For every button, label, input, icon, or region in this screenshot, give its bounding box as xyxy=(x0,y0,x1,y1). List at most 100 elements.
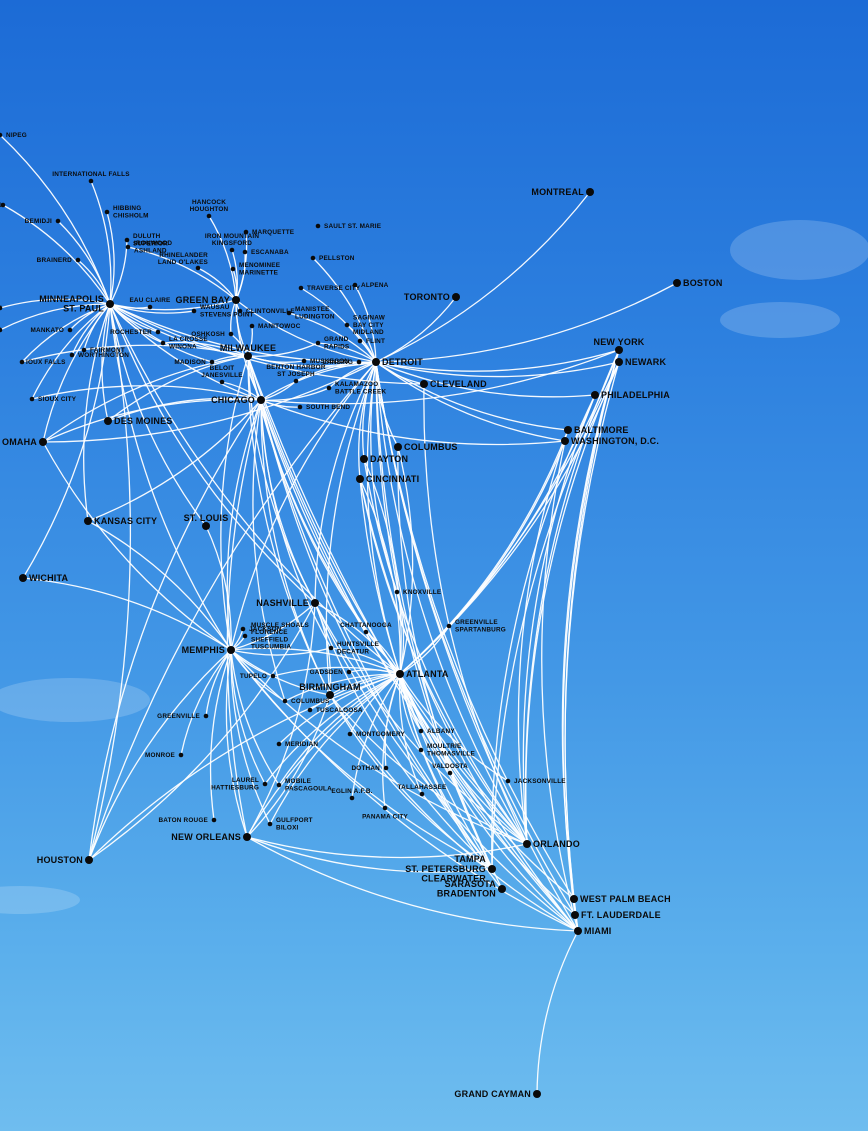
route-atlanta-memphis xyxy=(230,647,401,675)
route-wichita-minneapolis xyxy=(22,303,111,579)
route-detroit-newark xyxy=(375,361,620,378)
city-label-monroe: MONROE xyxy=(145,752,175,759)
city-dot-la-crosse xyxy=(160,340,166,346)
route-atlanta-greenville-sc xyxy=(399,625,450,675)
city-label-valdosta: VALDOSTA xyxy=(432,763,468,770)
route-atlanta-washington xyxy=(399,440,566,675)
city-ft-lauderdale: FT. LAUDERDALE xyxy=(571,910,661,920)
route-detroit-sarasota xyxy=(375,361,503,890)
city-dot-baton-rouge xyxy=(211,817,217,823)
city-label-memphis: MEMPHIS xyxy=(182,645,225,655)
route-minneapolis-cleveland xyxy=(109,303,425,385)
route-minneapolis-watertown xyxy=(0,298,111,309)
city-philadelphia: PHILADELPHIA xyxy=(591,390,670,400)
city-label-thief-river: EF RIVER FALLS xyxy=(0,202,3,209)
city-gadsden: GADSDEN xyxy=(310,669,352,676)
route-kansas-city-chicago xyxy=(87,399,262,522)
route-minneapolis-sioux-city xyxy=(31,303,111,400)
city-label-chicago: CHICAGO xyxy=(211,395,255,405)
city-label-new-york: NEW YORK xyxy=(594,337,645,347)
city-dot-gadsden xyxy=(346,669,352,675)
route-atlanta-tallahassee xyxy=(398,673,423,795)
city-dot-boston xyxy=(673,279,681,287)
city-new-york: NEW YORK xyxy=(594,337,645,354)
city-label-alpena: ALPENA xyxy=(361,282,389,289)
city-label-worthington: WORTHINGTON xyxy=(78,352,129,359)
city-baltimore: BALTIMORE xyxy=(564,425,628,435)
city-dot-tuscaloosa xyxy=(307,707,313,713)
route-memphis-gulfport xyxy=(230,649,271,825)
city-dot-tampa xyxy=(488,865,496,873)
city-label-traverse: TRAVERSE CITY xyxy=(307,285,361,292)
route-detroit-pellston xyxy=(312,257,377,363)
city-lansing: LANSING xyxy=(323,359,362,366)
city-birmingham: BIRMINGHAM xyxy=(299,682,361,699)
route-atlanta-nashville xyxy=(314,602,401,675)
city-dot-flint xyxy=(357,338,363,344)
city-columbus-ms: COLUMBUS xyxy=(282,698,330,705)
route-new-orleans-birmingham xyxy=(246,694,331,838)
city-dot-tallahassee xyxy=(419,791,425,797)
route-minneapolis-milwaukee xyxy=(109,303,249,357)
city-dot-jacksonville xyxy=(505,778,511,784)
city-label-panama-city: PANAMA CITY xyxy=(362,813,408,820)
route-memphis-wichita xyxy=(22,577,232,651)
route-memphis-new-orleans xyxy=(225,649,248,838)
route-chicago-columbus-ms xyxy=(252,399,286,702)
city-label-south-bend: SOUTH BEND xyxy=(306,404,350,411)
city-monroe: MONROE xyxy=(145,752,184,759)
city-dot-laurel xyxy=(262,781,268,787)
route-milwaukee-memphis xyxy=(220,355,249,651)
route-memphis-tampa xyxy=(230,649,493,870)
city-traverse: TRAVERSE CITY xyxy=(298,285,361,292)
city-label-detroit: DETROIT xyxy=(382,357,423,367)
city-jackson-tn: JACKSON xyxy=(240,626,282,633)
city-label-albany: ALBANY xyxy=(427,728,455,735)
city-dot-madison xyxy=(209,359,215,365)
city-dot-muskegon xyxy=(301,358,307,364)
route-new-orleans-nashville xyxy=(246,602,316,838)
city-milwaukee: MILWAUKEE xyxy=(220,343,276,360)
route-detroit-birmingham xyxy=(325,361,377,696)
city-omaha: OMAHA xyxy=(2,437,47,447)
city-dot-green-bay xyxy=(232,296,240,304)
route-chicago-huntsville xyxy=(260,399,332,649)
route-milwaukee-sioux-falls xyxy=(21,344,249,363)
route-minneapolis-intl-falls xyxy=(90,180,112,305)
route-minneapolis-st-louis xyxy=(109,303,207,527)
route-detroit-manistee xyxy=(288,312,377,363)
city-west-palm: WEST PALM BEACH xyxy=(570,894,671,904)
city-dot-gulfport xyxy=(267,821,273,827)
city-label-meridian: MERIDIAN xyxy=(285,741,318,748)
route-atlanta-new-york xyxy=(399,349,620,675)
city-dot-saginaw xyxy=(344,322,350,328)
city-dot-wichita xyxy=(19,574,27,582)
city-tuscaloosa: TUSCALOOSA xyxy=(307,707,363,714)
city-label-eglin: EGLIN A.F.B. xyxy=(331,788,372,795)
cloud-layer xyxy=(0,220,868,914)
city-dot-brookings xyxy=(0,327,3,333)
city-washington: WASHINGTON, D.C. xyxy=(561,436,659,446)
route-atlanta-panama-city xyxy=(382,673,401,809)
route-atlanta-gulfport xyxy=(269,673,401,825)
city-dot-baltimore xyxy=(564,426,572,434)
city-detroit: DETROIT xyxy=(372,357,423,367)
route-birmingham-miami xyxy=(329,694,579,932)
city-dot-menominee xyxy=(230,266,236,272)
city-label-gadsden: GADSDEN xyxy=(310,669,344,676)
route-chicago-new-york xyxy=(260,349,620,405)
city-manitowoc: MANITOWOC xyxy=(249,323,300,330)
route-milwaukee-la-crosse xyxy=(162,341,249,357)
